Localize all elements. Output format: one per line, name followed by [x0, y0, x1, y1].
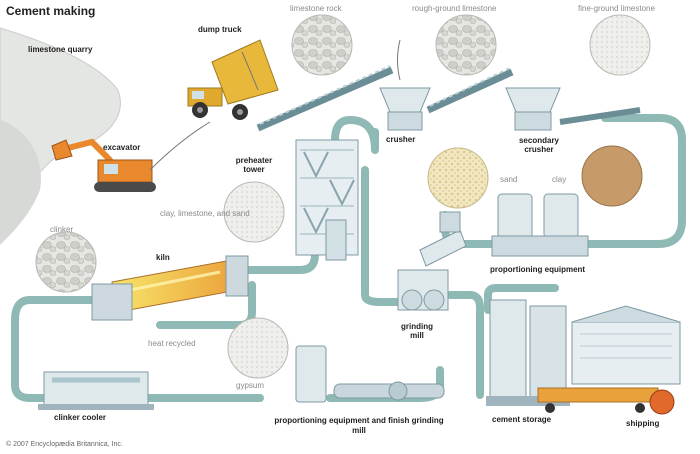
kiln-graphic: [91, 255, 249, 321]
sand-swatch: [427, 147, 489, 209]
label-dump-truck: dump truck: [198, 25, 242, 34]
conveyors: [256, 65, 514, 132]
label-heat-recycled: heat recycled: [148, 339, 196, 348]
label-rough-ground-limestone: rough-ground limestone: [412, 4, 497, 13]
pipe-preheater-down: [361, 166, 402, 306]
preheater-tower-graphic: [295, 139, 359, 261]
label-gypsum: gypsum: [236, 381, 265, 390]
pipe-main-loop: [11, 296, 264, 402]
label-secondary-crusher: secondary crusher: [518, 136, 560, 154]
fine-ground-swatch: [589, 14, 651, 76]
quarry-face: [0, 120, 41, 245]
secondary-crusher-graphic: [505, 87, 641, 131]
pipe-secondary-to-right: [581, 114, 686, 248]
clinker-cooler-graphic: [38, 371, 154, 410]
label-limestone-quarry: limestone quarry: [28, 45, 93, 54]
dump-truck-graphic: [187, 39, 279, 120]
copyright-notice: © 2007 Encyclopædia Britannica, Inc.: [6, 441, 123, 448]
label-sand: sand: [500, 175, 518, 184]
label-cement-storage: cement storage: [492, 415, 552, 424]
label-clay: clay: [552, 175, 567, 184]
label-clinker-cooler: clinker cooler: [54, 413, 107, 422]
limestone-rock-swatch: [291, 14, 353, 76]
shipping-graphic: [537, 305, 681, 415]
label-proportioning-finish-grinding: proportioning equipment and finish grind…: [274, 416, 444, 435]
label-shipping: shipping: [626, 419, 660, 428]
label-clinker: clinker: [50, 225, 74, 234]
pipe-storage-top: [484, 284, 559, 314]
cement-storage-graphic: [486, 299, 570, 406]
crusher-graphic: [379, 87, 431, 131]
grinding-mill-graphic: [397, 211, 467, 311]
clay-swatch: [581, 145, 643, 207]
material-swatches: [35, 14, 651, 379]
label-excavator: excavator: [103, 143, 141, 152]
label-crusher: crusher: [386, 135, 416, 144]
label-proportioning-equipment: proportioning equipment: [490, 265, 586, 274]
finish-grinding-graphic: [295, 345, 445, 403]
diagram-title: Cement making: [6, 4, 96, 18]
label-preheater-tower: preheater tower: [235, 156, 273, 174]
clinker-swatch: [35, 231, 97, 293]
label-clay-limestone-sand: clay, limestone, and sand: [160, 209, 250, 218]
flow-arrows: [149, 39, 401, 171]
excavator-graphic: [51, 138, 156, 192]
label-limestone-rock: limestone rock: [290, 4, 342, 13]
proportioning-equipment-graphic: [491, 193, 589, 257]
label-fine-ground-limestone: fine-ground limestone: [578, 4, 655, 13]
pipe-mill-to-storage: [446, 291, 484, 399]
rough-ground-swatch: [435, 14, 497, 76]
clay-limestone-sand-swatch: [223, 181, 285, 243]
pipe-crusher-loop: [331, 116, 379, 159]
label-grinding-mill: grinding mill: [401, 322, 433, 340]
label-kiln: kiln: [156, 253, 170, 262]
gypsum-swatch: [227, 317, 289, 379]
